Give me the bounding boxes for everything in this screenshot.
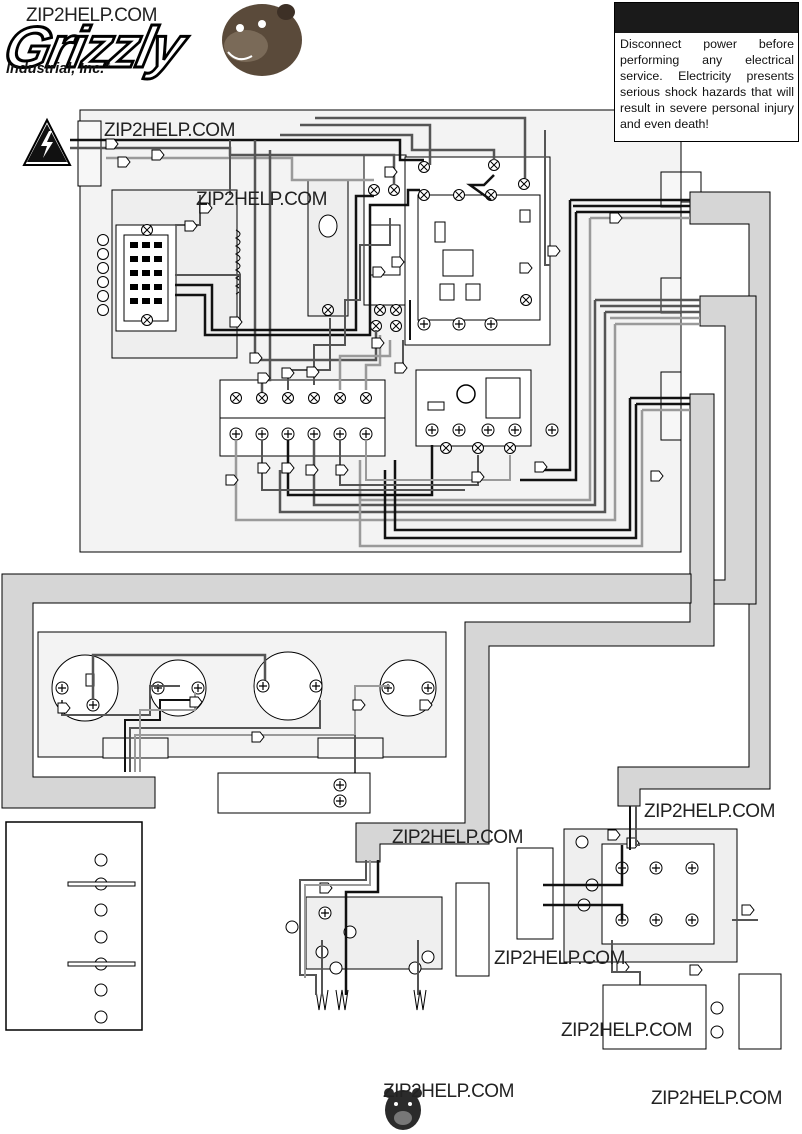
watermark: ZIP2HELP.COM [494, 948, 625, 969]
motor-box-wires [543, 806, 758, 985]
warning-header-bar [615, 3, 798, 33]
motor-terminal-box [516, 828, 755, 976]
warning-box: Disconnect power before performing any e… [614, 2, 799, 142]
warning-text: Disconnect power before performing any e… [620, 37, 794, 131]
receptacle-panel [37, 631, 447, 759]
capacitor-box [602, 973, 782, 1050]
bear-head-icon [222, 4, 302, 76]
panel-wires [70, 116, 700, 548]
registered-mark: ® [104, 60, 111, 69]
motor-wires [299, 860, 419, 995]
watermark: ZIP2HELP.COM [561, 1020, 692, 1041]
watermark: ZIP2HELP.COM [104, 120, 235, 141]
logo-company: Industrial, Inc.® [6, 60, 110, 77]
contactor [404, 156, 551, 346]
switch-plate [5, 821, 143, 1031]
overload-relay [415, 369, 559, 454]
terminal-strip [219, 379, 386, 457]
watermark: ZIP2HELP.COM [392, 827, 523, 848]
conduit-routes [1, 191, 771, 863]
electrical-hazard-icon [22, 117, 72, 166]
grizzly-logo [222, 4, 302, 76]
bear-mascot-icon [384, 1088, 422, 1130]
watermark: ZIP2HELP.COM [383, 1081, 514, 1102]
logo-company-name: Industrial, Inc. [6, 60, 105, 77]
watermark: ZIP2HELP.COM [26, 5, 157, 26]
watermark: ZIP2HELP.COM [196, 189, 327, 210]
watermark: ZIP2HELP.COM [644, 801, 775, 822]
switch-box [217, 772, 371, 814]
watermark: ZIP2HELP.COM [651, 1088, 782, 1109]
